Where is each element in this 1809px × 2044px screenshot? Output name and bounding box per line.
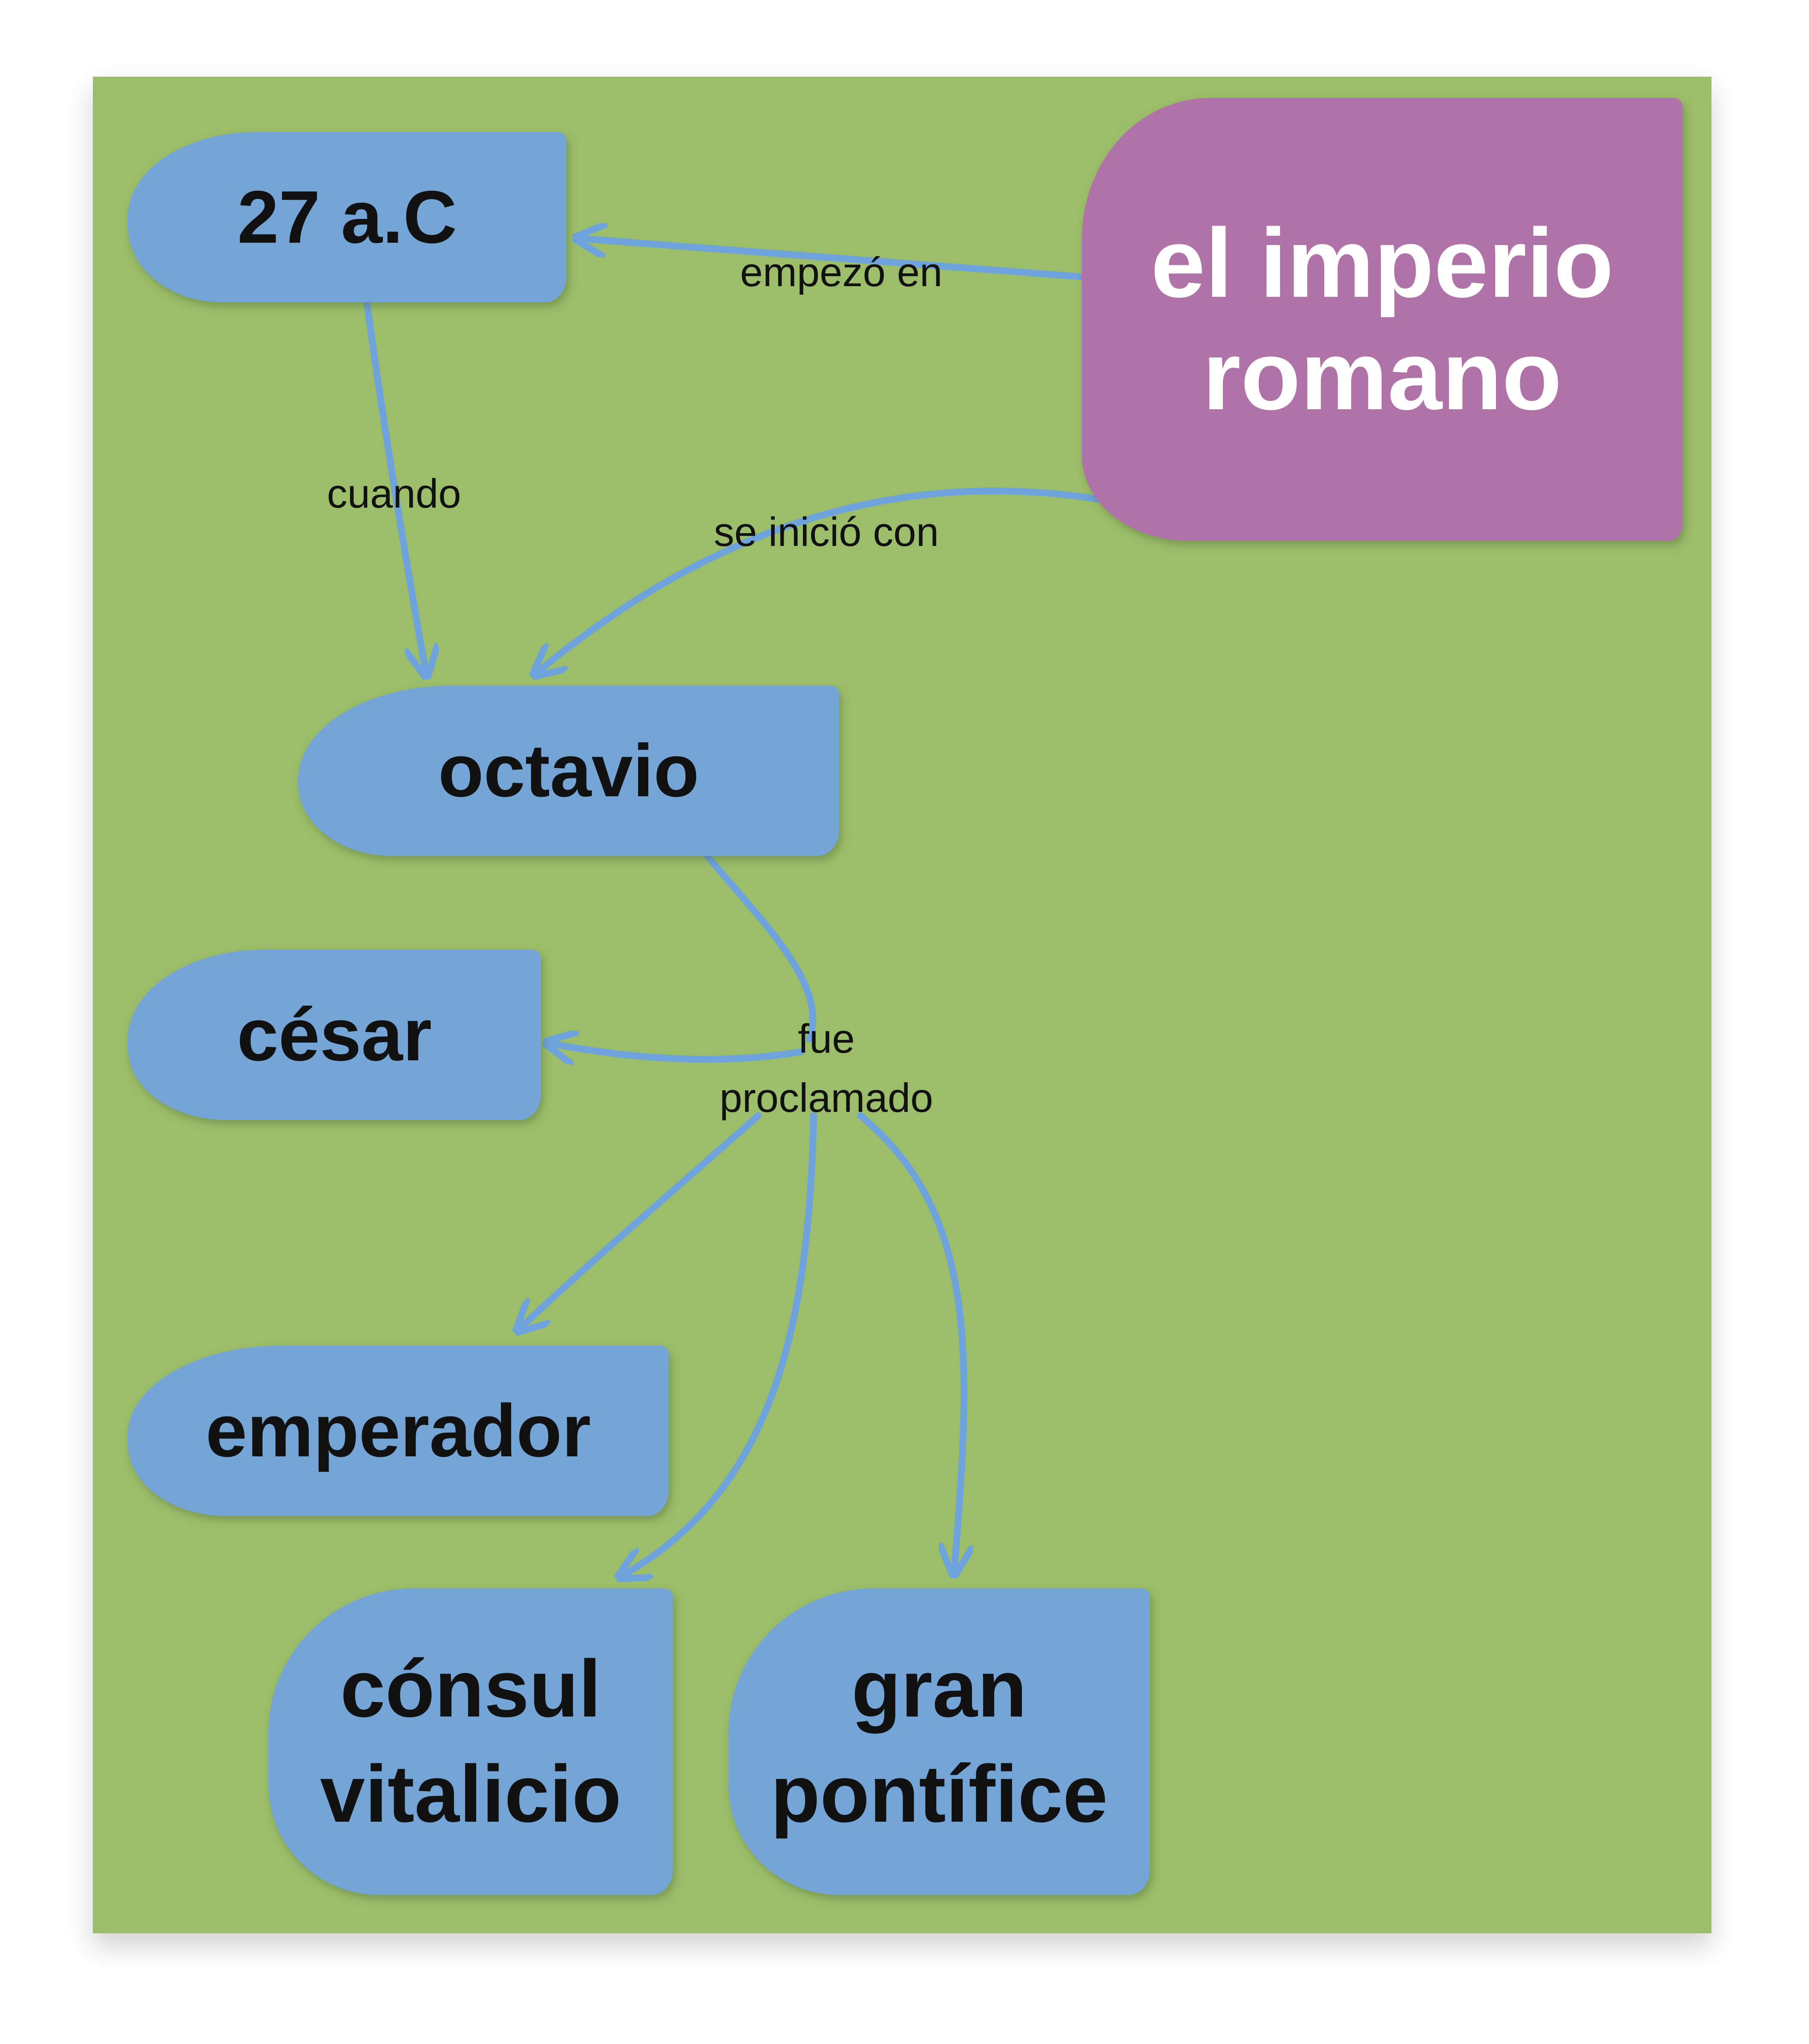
node-el-imperio-romano[interactable]: el imperio romano [1082,98,1682,541]
link-text: empezó en [740,250,943,295]
node-octavio[interactable]: octavio [298,686,839,856]
link-text-line1: fue [798,1016,855,1062]
node-label: emperador [205,1389,591,1473]
link-text: cuando [327,471,461,517]
node-label-line1: cónsul [340,1644,601,1734]
link-label-cuando: cuando [298,464,490,523]
node-27-ac[interactable]: 27 a.C [128,132,567,302]
link-text: se inició con [713,509,939,555]
node-gran-pontifice[interactable]: gran pontífice [728,1588,1150,1895]
node-label: 27 a.C [237,175,457,259]
node-label-line2: pontífice [771,1749,1108,1839]
node-label-line2: vitalicio [320,1749,621,1839]
node-consul-vitalicio[interactable]: cónsul vitalicio [268,1588,673,1895]
link-label-empezo-en: empezó en [703,243,980,302]
node-label-line1: el imperio [1150,208,1614,318]
link-label-fue-proclamado: fue proclamado [682,1009,971,1128]
node-label: octavio [438,729,699,812]
link-label-se-inicio-con: se inició con [664,502,988,562]
node-label: césar [237,993,432,1077]
node-label-line1: gran [851,1644,1027,1734]
node-label-line2: romano [1202,321,1562,430]
node-emperador[interactable]: emperador [128,1346,669,1516]
link-text-line2: proclamado [719,1075,933,1121]
node-cesar[interactable]: césar [128,950,541,1120]
